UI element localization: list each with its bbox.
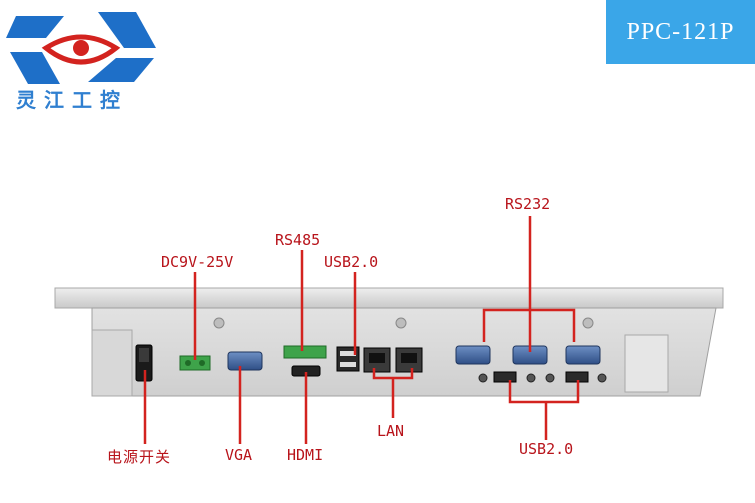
label-lan: LAN bbox=[377, 422, 405, 440]
label-usb-bottom: USB2.0 bbox=[519, 440, 574, 458]
power-switch-rocker bbox=[139, 348, 149, 362]
label-power-switch: 电源开关 bbox=[107, 448, 172, 466]
panel-right-recess bbox=[624, 334, 669, 393]
eye-pupil-icon bbox=[73, 40, 89, 56]
label-rs485: RS485 bbox=[275, 231, 321, 249]
panel-top-lip bbox=[54, 287, 724, 309]
brand-name: 灵江工控 bbox=[16, 88, 128, 112]
logo-bar-top-left bbox=[6, 16, 64, 38]
screw-icon bbox=[213, 317, 225, 329]
callout-lines bbox=[143, 216, 580, 444]
logo-bar-bottom-right bbox=[88, 58, 154, 82]
label-usb-top: USB2.0 bbox=[324, 253, 379, 271]
logo-bar-top-right bbox=[98, 12, 156, 48]
audio-jack bbox=[545, 373, 555, 383]
screw-icon bbox=[395, 317, 407, 329]
eye-icon bbox=[41, 34, 121, 65]
rs232-port bbox=[455, 345, 491, 365]
usb-port bbox=[493, 371, 517, 383]
rs485-terminal bbox=[283, 345, 327, 359]
label-dc-power: DC9V-25V bbox=[161, 253, 234, 271]
logo-bar-bottom-left bbox=[10, 52, 60, 84]
model-label-text: PPC-121P bbox=[626, 18, 735, 45]
model-label: PPC-121P bbox=[606, 0, 755, 64]
label-hdmi: HDMI bbox=[287, 446, 324, 464]
rs232-port bbox=[565, 345, 601, 365]
screw-icon bbox=[582, 317, 594, 329]
brand-logo bbox=[6, 12, 156, 84]
audio-jack bbox=[597, 373, 607, 383]
panel-left-recess bbox=[91, 329, 133, 397]
audio-jack bbox=[526, 373, 536, 383]
vga-port bbox=[227, 351, 263, 371]
label-rs232: RS232 bbox=[505, 195, 551, 213]
label-vga: VGA bbox=[225, 446, 253, 464]
audio-jack bbox=[478, 373, 488, 383]
